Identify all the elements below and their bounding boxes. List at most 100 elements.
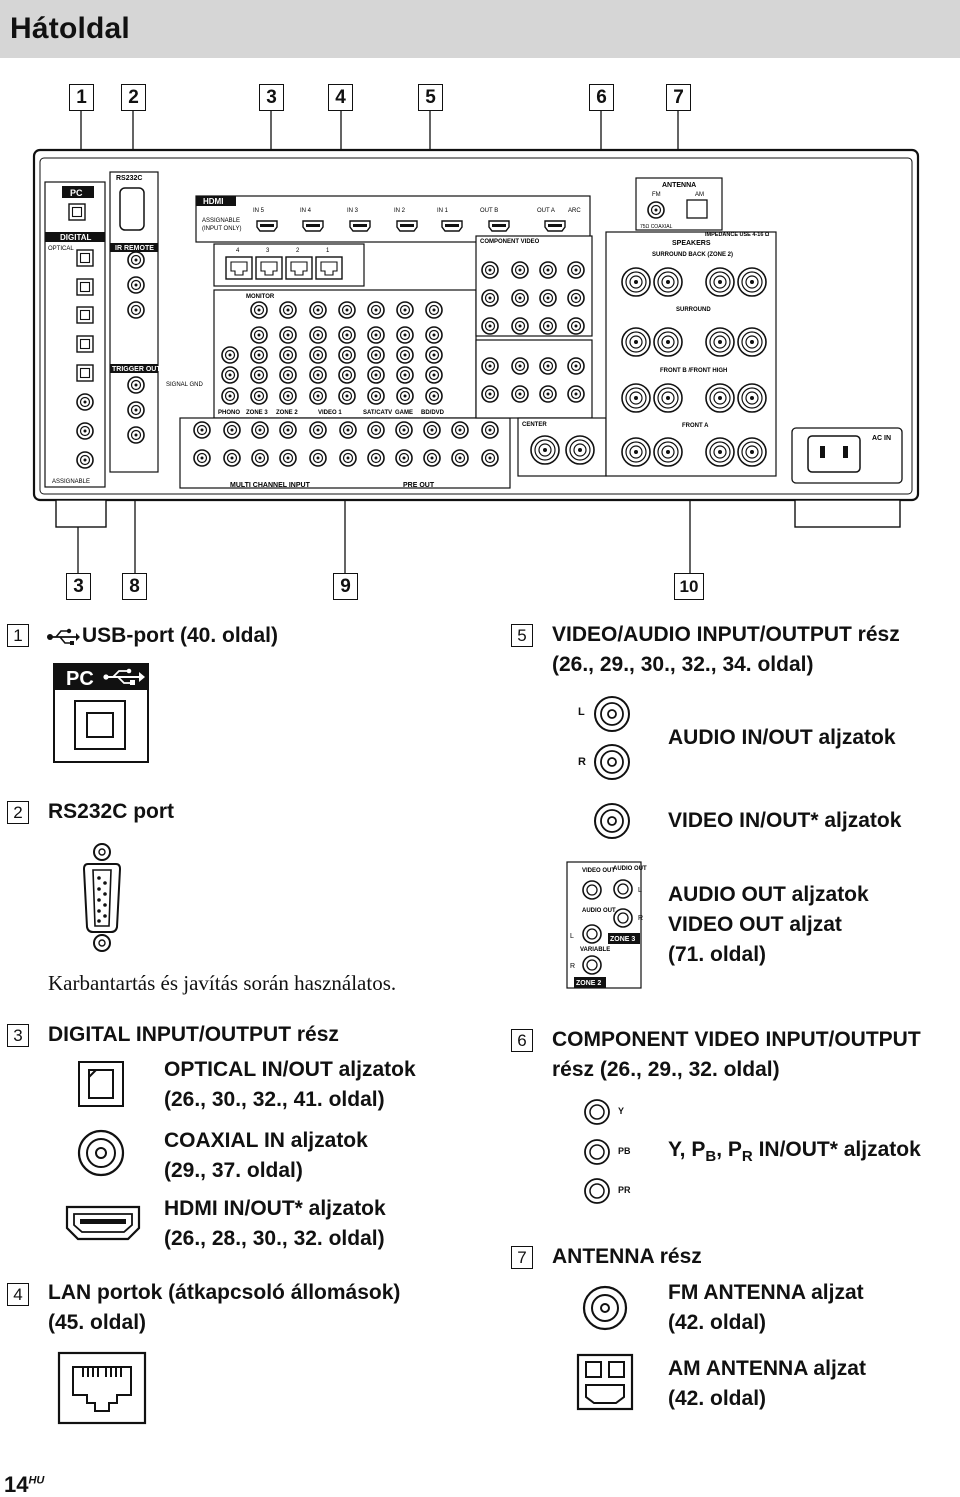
panel-front-high-label: FRONT B /FRONT HIGH bbox=[660, 368, 727, 374]
panel-hdmi-in1: IN 1 bbox=[437, 208, 449, 214]
coaxial-in-2-icon bbox=[76, 422, 94, 440]
panel-assignable-digital: ASSIGNABLE bbox=[52, 479, 90, 485]
panel-hdmi-in5: IN 5 bbox=[253, 208, 265, 214]
audio-jack-icon bbox=[396, 387, 414, 405]
hdmi-in3-icon bbox=[349, 220, 371, 232]
callout-bottom-3: 3 bbox=[66, 573, 91, 600]
page-lang: HU bbox=[28, 1474, 45, 1487]
speaker-terminal-icon bbox=[705, 383, 735, 413]
video-jack-icon bbox=[338, 326, 356, 344]
video-jack-icon bbox=[250, 326, 268, 344]
section-4-number: 4 bbox=[7, 1283, 29, 1306]
panel-impedance-label: IMPEDANCE USE 4-16 Ω bbox=[705, 232, 770, 238]
md-tape-tv-jack-icon bbox=[511, 385, 529, 403]
audio-jack-icon bbox=[367, 387, 385, 405]
callout-bottom-10: 10 bbox=[674, 573, 704, 600]
callout-3: 3 bbox=[259, 84, 284, 111]
hdmi-in1-icon bbox=[441, 220, 463, 232]
fm-antenna-icon bbox=[647, 201, 665, 219]
section-5-title: VIDEO/AUDIO INPUT/OUTPUT rész bbox=[552, 623, 900, 646]
audio-jack-icon bbox=[338, 366, 356, 384]
panel-optical-label: OPTICAL bbox=[48, 246, 74, 252]
page-number-value: 14 bbox=[4, 1472, 29, 1497]
audio-jack-icon bbox=[250, 366, 268, 384]
audio-r-label: R bbox=[578, 756, 586, 768]
audio-jack-icon bbox=[279, 387, 297, 405]
trigger-main-icon bbox=[127, 376, 145, 394]
section-7-number: 7 bbox=[511, 1246, 533, 1269]
bottom-label: BD/DVD bbox=[421, 410, 445, 416]
video-jack-icon bbox=[396, 301, 414, 319]
section-7-title: ANTENNA rész bbox=[552, 1245, 702, 1268]
rear-panel-diagram: PC DIGITAL OPTICAL ASSIGNABLE RS232C IR … bbox=[32, 111, 920, 573]
component-jack-icon bbox=[539, 317, 557, 335]
video-jack-icon bbox=[367, 326, 385, 344]
am-antenna-label: AM ANTENNA aljzat bbox=[668, 1357, 866, 1380]
audio-jack-icon bbox=[396, 366, 414, 384]
callout-4: 4 bbox=[328, 84, 353, 111]
page-number: 14HU bbox=[4, 1472, 44, 1497]
zone2-l-label: L bbox=[570, 933, 574, 940]
component-jack-icon bbox=[511, 317, 529, 335]
panel-hdmi-label: HDMI bbox=[203, 197, 223, 206]
usb-symbol-icon bbox=[47, 628, 80, 645]
bottom-label: GAME bbox=[395, 410, 413, 416]
panel-hdmi-assignable: ASSIGNABLE bbox=[202, 218, 240, 224]
usb-port-icon bbox=[68, 203, 86, 221]
multichannel-jack-icon bbox=[251, 421, 269, 439]
video-jack-icon bbox=[250, 301, 268, 319]
multichannel-jack-icon bbox=[279, 449, 297, 467]
bottom-label: SAT/CATV bbox=[363, 410, 392, 416]
fm-antenna-ref: (42. oldal) bbox=[668, 1311, 767, 1334]
speaker-terminal-icon bbox=[653, 437, 683, 467]
panel-center-label: CENTER bbox=[522, 422, 547, 428]
ac-inlet-icon bbox=[807, 435, 861, 473]
optical-in-2-icon bbox=[76, 278, 94, 296]
am-antenna-jack-icon bbox=[576, 1353, 634, 1411]
audio-jack-icon bbox=[396, 346, 414, 364]
out-ref: (71. oldal) bbox=[668, 943, 767, 966]
speaker-terminal-icon bbox=[653, 327, 683, 357]
component-jack-icon bbox=[481, 261, 499, 279]
usb-pc-label: PC bbox=[66, 668, 94, 690]
component-desc-y: Y, P bbox=[668, 1138, 706, 1161]
hdmi-in2-icon bbox=[396, 220, 418, 232]
optical-out-icon bbox=[76, 364, 94, 382]
audio-jack-icon bbox=[425, 346, 443, 364]
panel-rs232c-label: RS232C bbox=[116, 175, 142, 182]
md-tape-tv-jack-icon bbox=[481, 357, 499, 375]
panel-hdmi-in2: IN 2 bbox=[394, 208, 406, 214]
panel-ac-in-label: AC IN bbox=[872, 435, 891, 442]
panel-multi-channel-label: MULTI CHANNEL INPUT bbox=[230, 482, 311, 489]
panel-signal-gnd-label: SIGNAL GND bbox=[166, 382, 203, 388]
component-jack-icon bbox=[539, 289, 557, 307]
component-jack-icon bbox=[567, 261, 585, 279]
audio-jacks-icon bbox=[594, 696, 630, 780]
panel-speakers-label: SPEAKERS bbox=[672, 240, 711, 247]
panel-fm-label: FM bbox=[652, 192, 661, 198]
fm-antenna-jack-icon bbox=[582, 1285, 628, 1331]
zone-variable-label: VARIABLE bbox=[580, 947, 610, 953]
multichannel-jack-icon bbox=[481, 421, 499, 439]
hdmi-outb-icon bbox=[488, 220, 510, 232]
hdmi-jack-icon bbox=[65, 1205, 141, 1241]
speaker-terminal-icon bbox=[737, 437, 767, 467]
component-pr-label: PR bbox=[618, 1185, 631, 1195]
multichannel-jack-icon bbox=[251, 449, 269, 467]
bottom-label: PHONO bbox=[218, 410, 240, 416]
zone2-r-label: R bbox=[570, 963, 575, 970]
speaker-terminal-icon bbox=[705, 327, 735, 357]
audio-out-label: AUDIO OUT aljzatok bbox=[668, 883, 869, 906]
rs232c-port-icon bbox=[119, 187, 145, 231]
header-bar bbox=[0, 0, 960, 58]
section-3-title: DIGITAL INPUT/OUTPUT rész bbox=[48, 1023, 339, 1046]
callout-7: 7 bbox=[666, 84, 691, 111]
hdmi-in5-icon bbox=[256, 220, 278, 232]
panel-lan-1: 1 bbox=[326, 248, 330, 254]
bottom-label: VIDEO 1 bbox=[318, 410, 342, 416]
panel-component-video-label: COMPONENT VIDEO bbox=[480, 239, 540, 245]
panel-lan-2: 2 bbox=[296, 248, 300, 254]
panel-surround-back-label: SURROUND BACK (ZONE 2) bbox=[652, 252, 733, 258]
multichannel-jack-icon bbox=[423, 421, 441, 439]
section-5-number: 5 bbox=[511, 624, 533, 647]
